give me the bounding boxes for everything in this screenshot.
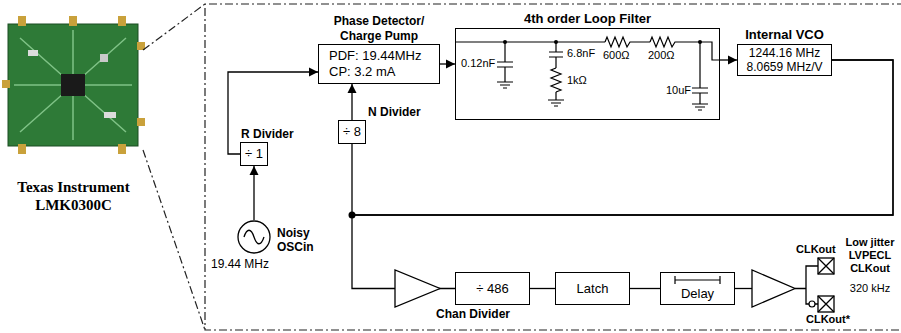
box-heading: N Divider [368,105,421,119]
resistor-symbol [650,37,677,47]
component-value: 1kΩ [567,74,587,87]
amplifier-symbol [395,270,440,307]
block-box: 4th order Loop Filter [455,28,720,120]
oscillator-outline [237,220,271,254]
signal-line [253,166,254,220]
delay-symbol [675,276,720,284]
pin-name: CLKout* [806,313,850,326]
loop-filter-circuit [455,37,720,110]
signal-wire [735,288,752,289]
signal-line [530,288,555,289]
board-caption: Texas Instrument LMK0300C [6,178,141,214]
sma-connector [18,16,26,26]
pin-name: CLKout [796,243,836,256]
component-value: 0.12nF [461,57,495,70]
signal-line [351,84,352,120]
output-pads [818,258,834,312]
block-box: ÷ 486Chan Divider [455,272,530,305]
sma-connector [69,16,77,26]
ground-symbol [692,104,708,110]
ground-symbol [548,92,564,106]
sma-connector [18,144,26,154]
pcb-part [104,112,116,118]
ground-symbol [497,82,513,88]
sine-wave [244,230,264,244]
box-heading: 4th order Loop Filter [524,11,651,27]
junction-dot [503,40,507,44]
block-box: Internal VCO1244.16 MHz 8.0659 MHz/V [737,44,832,76]
box-text: ÷ 486 [476,281,508,297]
output-buffer-symbol [752,270,795,307]
box-text: PDF: 19.44MHz CP: 3.2 mA [329,48,429,79]
oscillator-circle [238,221,270,253]
box-heading: 19.44 MHz [211,257,269,271]
box-text: 1244.16 MHz 8.0659 MHz/V [742,46,827,75]
box-heading: Phase Detector/ Charge Pump [323,14,435,43]
block-box: Latch [555,272,630,305]
box-text: Latch [577,281,609,297]
pcb-chip [61,74,85,96]
output-frequency: 320 kHz [842,282,898,295]
component-value: 200Ω [648,49,675,62]
zoom-line [143,4,205,330]
sma-connector [137,118,145,126]
capacitor-symbol [497,42,513,82]
box-text: ÷ 1 [245,146,263,162]
resistor-symbol [551,68,561,92]
output-wire [795,266,818,304]
pad-cross [818,258,834,274]
chip-boundary [205,4,901,330]
box-text: ÷ 8 [343,124,361,140]
block-box: Phase Detector/ Charge PumpPDF: 19.44MHz… [318,44,440,84]
oscillator-source: Noisy OSCin19.44 MHz [237,220,271,254]
junction-dot [554,40,558,44]
component-value: 600Ω [603,49,630,62]
block-box: R Divider÷ 1 [240,142,268,166]
component-value: 6.8nF [567,47,595,60]
sma-connector [2,80,10,88]
signal-line [720,59,737,60]
inverter-bubble [809,301,815,307]
box-heading: Chan Divider [436,307,510,321]
pcb-board [8,24,138,146]
pad-cross [818,296,834,312]
component-value: 10uF [666,84,691,97]
output-pad [818,296,834,312]
block-box: Delay [660,272,735,305]
output-note: Low jitter LVPECL CLKout [842,236,898,276]
junction-dot [698,40,702,44]
signal-line [630,288,660,289]
pcb-part [28,50,38,56]
eval-board-photo [2,16,145,154]
box-heading: Noisy OSCin [277,226,319,255]
box-heading: Internal VCO [745,27,824,43]
box-text: Delay [681,286,714,302]
box-heading: R Divider [241,127,294,141]
block-box: N Divider÷ 8 [338,120,366,144]
signal-line [352,60,893,289]
signal-line [440,63,455,64]
sma-connector [118,16,126,26]
output-pad [818,258,834,274]
pcb-trace [14,30,132,140]
pcb-part [100,54,108,62]
capacitor-symbol [549,42,563,68]
junction-dot [349,212,356,219]
sma-connector [118,144,126,154]
resistor-symbol [605,37,632,47]
capacitor-symbol [692,42,708,104]
